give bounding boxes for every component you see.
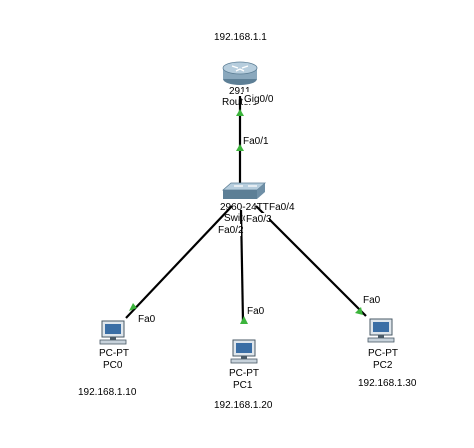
link-up-icon: [236, 109, 244, 116]
links: [125, 96, 367, 323]
router-model: 2911: [229, 86, 251, 97]
switch-port-pc0: Fa0/2: [218, 225, 244, 236]
pc0-name: PC0: [103, 360, 123, 371]
switch-name: Switch0: [224, 213, 259, 224]
pc1-ip: 192.168.1.20: [214, 400, 273, 411]
pc2-name: PC2: [373, 360, 393, 371]
link-up-icon: [355, 307, 363, 315]
switch-icon: [221, 182, 267, 199]
pc-icon: [230, 339, 258, 364]
switch-uplink-label: Fa0/1: [243, 136, 269, 147]
switch-model: 2960-24TT: [220, 202, 269, 213]
link-up-icon: [240, 316, 248, 324]
pc2-ip: 192.168.1.30: [358, 378, 417, 389]
link-switch-pc2[interactable]: [255, 205, 367, 317]
link-status-markers: [129, 109, 363, 324]
switch-port-label-bg: [245, 213, 269, 225]
router-port-label-bg: [243, 92, 279, 104]
pc2-device[interactable]: Fa0 PC-PT PC2 192.168.1.30: [358, 295, 417, 389]
pc2-type: PC-PT: [368, 348, 398, 359]
link-up-icon: [129, 303, 137, 311]
router-device[interactable]: 192.168.1.1 2911 Router0 Gig0/0: [214, 32, 279, 108]
switch-port-pc2: Fa0/4: [269, 202, 295, 213]
pc0-type: PC-PT: [99, 348, 129, 359]
pc-icon: [367, 318, 395, 343]
router-port-label: Gig0/0: [244, 94, 274, 105]
pc0-port-label: Fa0: [138, 314, 156, 325]
link-switch-pc0[interactable]: [125, 205, 233, 319]
pc0-ip: 192.168.1.10: [78, 387, 137, 398]
pc1-device[interactable]: Fa0 PC-PT PC1 192.168.1.20: [214, 306, 273, 411]
switch-device[interactable]: Fa0/1 2960-24TT Switch0 Fa0/2 Fa0/3 Fa0/…: [217, 136, 295, 236]
link-up-icon: [236, 144, 244, 151]
switch-port-pc1: Fa0/3: [246, 214, 272, 225]
pc-icon: [99, 320, 127, 345]
router-icon: [222, 61, 258, 85]
link-switch-pc1[interactable]: [239, 209, 245, 323]
pc1-port-label: Fa0: [247, 306, 265, 317]
router-name: Router0: [222, 97, 258, 108]
router-ip: 192.168.1.1: [214, 32, 267, 43]
switch-port-label-bg: [217, 224, 241, 236]
pc1-type: PC-PT: [229, 368, 259, 379]
pc1-name: PC1: [233, 380, 253, 391]
pc0-device[interactable]: Fa0 PC-PT PC0 192.168.1.10: [78, 314, 156, 398]
pc2-port-label: Fa0: [363, 295, 381, 306]
